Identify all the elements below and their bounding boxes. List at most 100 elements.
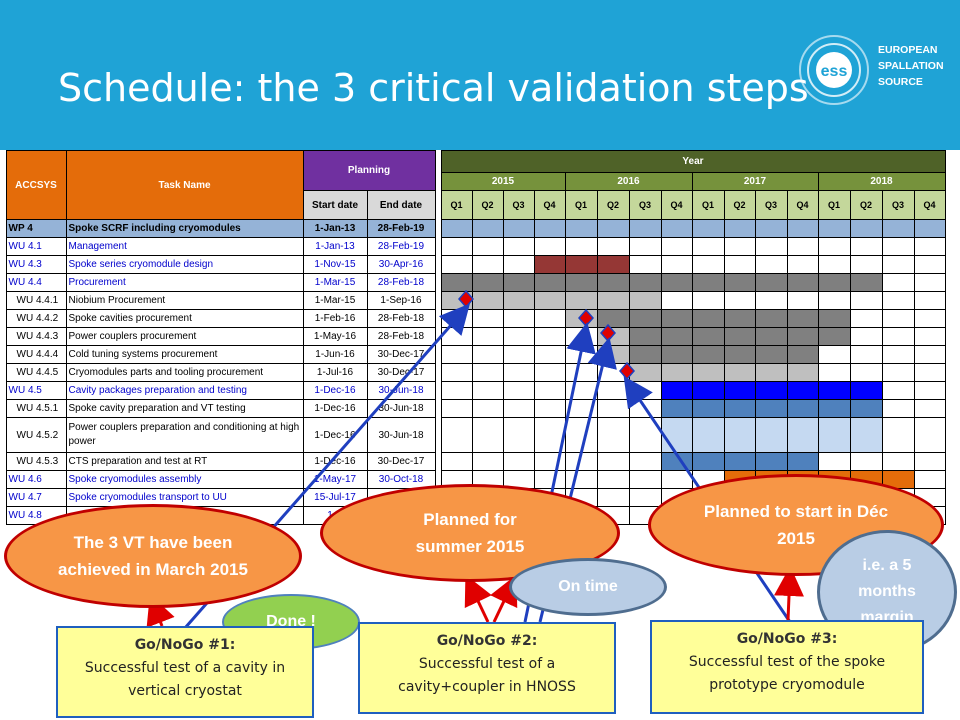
page-title: Schedule: the 3 critical validation step… (58, 66, 809, 110)
gonogo-box-2: Go/NoGo #2: Successful test of a cavity+… (358, 622, 616, 714)
gantt-cell (849, 399, 883, 418)
gantt-cell (754, 417, 788, 453)
gantt-cell (502, 219, 535, 238)
gantt-cell (628, 273, 662, 292)
gantt-cell (817, 381, 851, 400)
milestone-diamond-3 (600, 323, 616, 343)
badge-on-time-text: On time (558, 578, 618, 595)
gonogo-3-text: Successful test of the spoke prototype c… (688, 654, 886, 693)
callout-vt-achieved-text: The 3 VT have been achieved in March 201… (58, 533, 248, 579)
gantt-cell (786, 345, 819, 364)
gantt-cell (471, 219, 504, 238)
gantt-cell (628, 327, 662, 346)
gonogo-3-title: Go/NoGo #3: (736, 631, 838, 647)
ess-logo: ess EUROPEAN SPALLATION SOURCE (796, 32, 956, 112)
quarter-header: Q1 (691, 190, 725, 220)
gantt-cell (817, 417, 851, 453)
quarter-header: Q3 (628, 190, 662, 220)
row-task: Spoke SCRF including cryomodules (65, 219, 304, 238)
quarter-header: Q3 (754, 190, 788, 220)
logo-line-1: EUROPEAN (878, 44, 938, 56)
badge-done-text: Done ! (266, 613, 316, 630)
callout-december-text: Planned to start in Déc 2015 (703, 502, 889, 548)
gantt-cell (660, 345, 693, 364)
gantt-cell (471, 291, 504, 310)
gantt-cell (660, 417, 693, 453)
gantt-cell (691, 273, 725, 292)
callout-summer-text: Planned for summer 2015 (415, 510, 525, 556)
gantt-cell (596, 291, 630, 310)
quarter-header: Q2 (849, 190, 883, 220)
gantt-cell (723, 417, 756, 453)
gantt-cell (660, 399, 693, 418)
gantt-cell (564, 417, 598, 453)
gantt-cell (691, 345, 725, 364)
gantt-cell (849, 219, 883, 238)
quarter-header: Q1 (817, 190, 851, 220)
gantt-cell (754, 381, 788, 400)
gantt-cell (628, 291, 662, 310)
gantt-cell (564, 255, 598, 274)
gonogo-1-text: Successful test of a cavity in vertical … (84, 660, 286, 699)
gantt-cell (786, 273, 819, 292)
gantt-cell (440, 273, 473, 292)
gantt-cell (754, 399, 788, 418)
gantt-cell (913, 417, 946, 453)
gantt-cell (786, 327, 819, 346)
row-end: 30-Jun-18 (366, 417, 436, 453)
gantt-cell (596, 219, 630, 238)
gantt-cell (660, 363, 693, 382)
quarter-header: Q3 (502, 190, 535, 220)
gantt-cell (754, 363, 788, 382)
logo-mark: ess (821, 63, 848, 80)
gantt-cell (660, 219, 693, 238)
gantt-cell (691, 219, 725, 238)
logo-line-3: SOURCE (878, 76, 923, 88)
gantt-cell (660, 309, 693, 328)
gantt-cell (502, 273, 535, 292)
year-2017: 2017 (691, 172, 819, 191)
gonogo-2-text: Successful test of a cavity+coupler in H… (398, 656, 576, 695)
gantt-cell (849, 417, 883, 453)
gantt-cell (691, 309, 725, 328)
quarter-header: Q4 (533, 190, 566, 220)
callout-december: Planned to start in Déc 2015 (648, 474, 944, 576)
milestone-diamond-1 (458, 289, 474, 309)
callout-summer: Planned for summer 2015 (320, 484, 620, 582)
gantt-cell (691, 399, 725, 418)
gonogo-box-1: Go/NoGo #1: Successful test of a cavity … (56, 626, 314, 718)
gantt-cell (786, 309, 819, 328)
gantt-cell (786, 452, 819, 471)
col-start: Start date (302, 190, 368, 220)
year-2018: 2018 (817, 172, 946, 191)
gantt-cell (723, 345, 756, 364)
badge-on-time: On time (509, 558, 667, 616)
col-year: Year (440, 150, 946, 173)
gonogo-box-3: Go/NoGo #3: Successful test of the spoke… (650, 620, 924, 714)
quarter-header: Q4 (913, 190, 946, 220)
gantt-cell (849, 273, 883, 292)
arrow-red-2 (464, 574, 492, 623)
logo-text: EUROPEAN SPALLATION SOURCE (878, 42, 944, 90)
milestone-diamond-2 (578, 308, 594, 328)
milestone-diamond-4 (619, 361, 635, 381)
gantt-cell (564, 219, 598, 238)
gantt-cell (723, 309, 756, 328)
gantt-cell (817, 273, 851, 292)
gantt-cell (754, 273, 788, 292)
gantt-cell (817, 327, 851, 346)
gantt-cell (596, 309, 630, 328)
col-end: End date (366, 190, 436, 220)
ess-logo-icon: ess (799, 35, 869, 105)
gonogo-2-title: Go/NoGo #2: (436, 633, 538, 649)
gonogo-1-title: Go/NoGo #1: (134, 637, 236, 653)
